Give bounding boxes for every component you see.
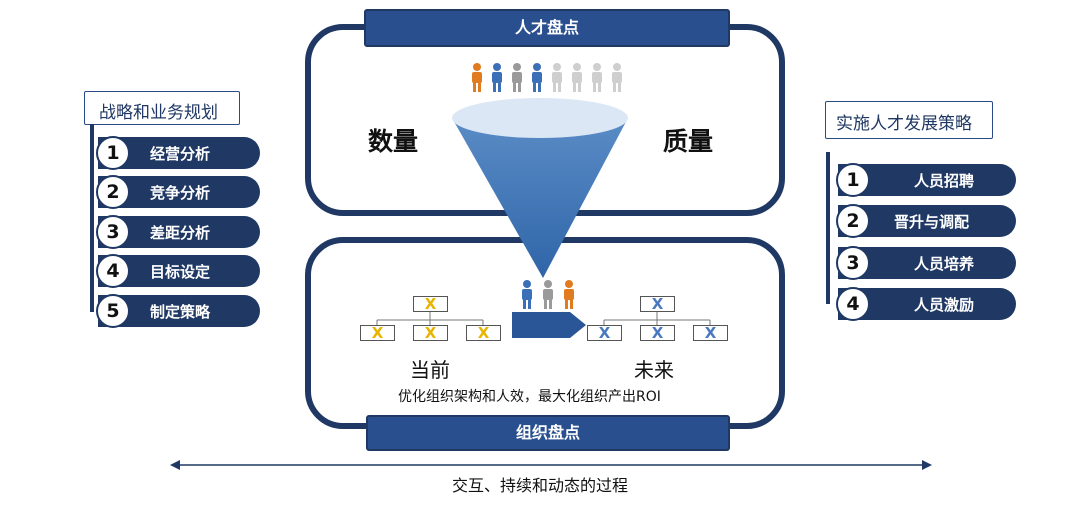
step-number: 1 bbox=[96, 136, 130, 170]
process-double-arrow-icon bbox=[170, 460, 932, 470]
selected-people-icon bbox=[522, 280, 574, 309]
person-icon bbox=[612, 63, 622, 92]
right-step-1: 1 人员招聘 bbox=[836, 163, 1016, 197]
strategy-planning-title: 战略和业务规划 bbox=[99, 103, 218, 123]
left-step-3: 3 差距分析 bbox=[96, 215, 260, 249]
person-icon bbox=[492, 63, 502, 92]
step-label: 人员招聘 bbox=[914, 172, 975, 190]
step-label: 经营分析 bbox=[150, 145, 211, 163]
step-label: 人员培养 bbox=[914, 255, 975, 273]
step-number: 4 bbox=[96, 254, 130, 288]
strategy-planning-header: 战略和业务规划 bbox=[84, 91, 240, 125]
talent-strategy-title: 实施人才发展策略 bbox=[836, 114, 972, 134]
person-icon bbox=[522, 280, 532, 309]
step-label: 差距分析 bbox=[150, 224, 211, 242]
quantity-label: 数量 bbox=[368, 127, 419, 156]
org-review-tag: 组织盘点 bbox=[366, 415, 730, 451]
org-node: X bbox=[466, 325, 501, 341]
person-icon bbox=[564, 280, 574, 309]
org-node: X bbox=[693, 325, 728, 341]
step-label: 人员激励 bbox=[914, 296, 975, 314]
step-number: 2 bbox=[836, 204, 870, 238]
person-icon bbox=[472, 63, 482, 92]
org-chart-lines bbox=[376, 312, 484, 325]
future-label: 未来 bbox=[634, 358, 674, 382]
org-chart-lines bbox=[603, 312, 711, 325]
transition-arrow-icon bbox=[512, 312, 586, 338]
right-step-2: 2 晋升与调配 bbox=[836, 204, 1016, 238]
left-step-1: 1 经营分析 bbox=[96, 136, 260, 170]
right-step-3: 3 人员培养 bbox=[836, 246, 1016, 280]
step-number: 3 bbox=[836, 246, 870, 280]
talent-strategy-header: 实施人才发展策略 bbox=[825, 101, 993, 139]
step-number: 4 bbox=[836, 287, 870, 321]
org-node: X bbox=[640, 296, 675, 312]
org-review-title: 组织盘点 bbox=[515, 423, 580, 442]
right-connector-rail bbox=[826, 152, 830, 304]
step-number: 1 bbox=[836, 163, 870, 197]
person-icon bbox=[592, 63, 602, 92]
left-connector-rail bbox=[90, 124, 94, 312]
left-step-2: 2 竞争分析 bbox=[96, 175, 260, 209]
person-icon bbox=[552, 63, 562, 92]
org-node: X bbox=[413, 296, 448, 312]
step-number: 2 bbox=[96, 175, 130, 209]
step-number: 3 bbox=[96, 215, 130, 249]
step-label: 目标设定 bbox=[150, 263, 211, 281]
org-caption: 优化组织架构和人效，最大化组织产出ROI bbox=[398, 389, 661, 405]
talent-review-tag: 人才盘点 bbox=[364, 9, 730, 47]
org-node: X bbox=[640, 325, 675, 341]
future-org-chart: X X X X bbox=[587, 296, 728, 346]
left-step-5: 5 制定策略 bbox=[96, 294, 260, 328]
person-icon bbox=[532, 63, 542, 92]
person-icon bbox=[512, 63, 522, 92]
step-number: 5 bbox=[96, 294, 130, 328]
org-node: X bbox=[587, 325, 622, 341]
current-org-chart: X X X X bbox=[360, 296, 501, 346]
quality-label: 质量 bbox=[663, 127, 714, 156]
right-step-4: 4 人员激励 bbox=[836, 287, 1016, 321]
person-icon bbox=[543, 280, 553, 309]
person-icon bbox=[572, 63, 582, 92]
step-label: 晋升与调配 bbox=[894, 213, 970, 231]
process-caption: 交互、持续和动态的过程 bbox=[452, 476, 629, 495]
step-label: 竞争分析 bbox=[150, 184, 211, 202]
left-step-4: 4 目标设定 bbox=[96, 254, 260, 288]
org-node: X bbox=[360, 325, 395, 341]
step-label: 制定策略 bbox=[150, 303, 211, 321]
org-node: X bbox=[413, 325, 448, 341]
current-label: 当前 bbox=[410, 358, 450, 382]
people-group-icon bbox=[472, 63, 622, 92]
talent-review-title: 人才盘点 bbox=[514, 18, 579, 37]
funnel-graphic bbox=[452, 98, 628, 278]
